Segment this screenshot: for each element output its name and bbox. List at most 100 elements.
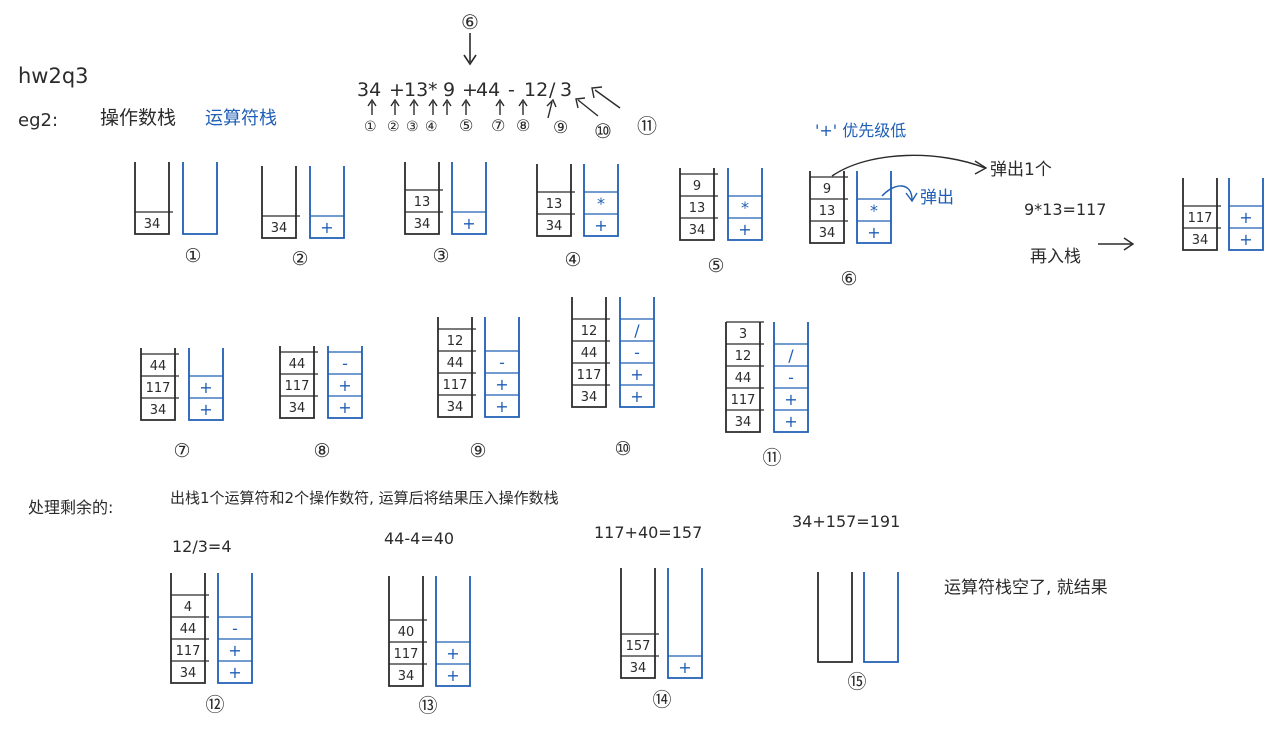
stacks-layer: 34①34+②3413+③3413+*④34139+*⑤34139+*⑥3411… (134, 162, 1264, 717)
operand-value: 34 (546, 219, 563, 234)
expr-token: 3 (560, 79, 572, 101)
operand-value: 34 (689, 223, 706, 238)
token-step-label: ⑩ (594, 119, 612, 143)
pop-op-arrow (881, 185, 913, 201)
operand-value: 44 (581, 346, 598, 361)
operand-value: 34 (289, 401, 306, 416)
operand-value: 117 (577, 368, 602, 383)
operand-value: 34 (447, 400, 464, 415)
calc-text: 34+157=191 (792, 512, 900, 531)
operator-stack (182, 162, 218, 235)
operand-value: 117 (394, 647, 419, 662)
operand-value: 9 (823, 182, 831, 197)
operator-value: + (495, 397, 508, 416)
operator-stack (327, 346, 363, 419)
expr-token: 9 (443, 79, 455, 101)
operand-stack (1182, 178, 1218, 251)
operator-value: + (446, 666, 459, 685)
up-arrow (428, 98, 438, 115)
operator-stack (188, 348, 224, 421)
operator-stack (773, 322, 809, 433)
up-arrow (495, 98, 505, 115)
operand-stack (388, 576, 424, 687)
operator-value: + (199, 378, 212, 397)
header-example: eg2: (18, 110, 58, 131)
step-label: ⑤ (707, 255, 724, 277)
operand-value: 34 (144, 217, 161, 232)
operand-value: 117 (285, 379, 310, 394)
calc-text: 44-4=40 (384, 529, 454, 548)
step-label: ⑫ (205, 694, 224, 716)
legend-operator-stack: 运算符栈 (205, 108, 277, 129)
operand-stack (140, 348, 176, 421)
operand-value: 12 (735, 349, 752, 364)
operand-value: 44 (447, 356, 464, 371)
operator-value: * (870, 201, 878, 220)
token-step-label: ⑦ (491, 116, 505, 135)
operand-value: 12 (581, 324, 598, 339)
operator-stack (727, 168, 763, 241)
operator-stack (309, 166, 345, 239)
token-step-label: ① (364, 119, 377, 135)
operand-value: 34 (180, 666, 197, 681)
operator-stack (435, 576, 471, 687)
operand-value: 34 (581, 390, 598, 405)
operator-value: + (784, 412, 797, 431)
operator-value: * (597, 194, 605, 213)
operator-value: - (232, 619, 238, 638)
pop-arrow (831, 154, 986, 177)
expr-token: + (462, 79, 478, 101)
note-pop-one: 弹出1个 (990, 160, 1052, 180)
expr-token: - (508, 79, 515, 101)
operator-value: + (594, 216, 607, 235)
arrow-head (463, 54, 477, 66)
operand-value: 117 (443, 378, 468, 393)
step-label: ⑧ (313, 440, 330, 462)
operand-value: 117 (176, 644, 201, 659)
operator-value: + (462, 214, 475, 233)
operand-value: 12 (447, 334, 464, 349)
operand-value: 44 (180, 622, 197, 637)
operand-value: 4 (184, 600, 192, 615)
operator-value: + (338, 376, 351, 395)
step-label: ⑪ (762, 447, 781, 469)
operand-value: 44 (150, 359, 167, 374)
calc-text: 117+40=157 (594, 523, 702, 542)
operator-value: * (741, 198, 749, 217)
push-arrow-head (1123, 237, 1135, 251)
operator-value: + (1239, 230, 1252, 249)
operand-value: 40 (398, 625, 415, 640)
operand-value: 34 (414, 217, 431, 232)
operand-value: 13 (546, 197, 563, 212)
expr-token: / (549, 79, 556, 101)
operand-value: 34 (630, 661, 647, 676)
stack-pair-step: 34① (134, 162, 218, 267)
operand-stack (809, 171, 845, 244)
up-arrow (390, 98, 400, 115)
operator-value: + (867, 223, 880, 242)
end-marker: ⑪ (637, 114, 657, 138)
expression: 34 + 13 * 9 + 44 - 12 / 3 ⑥ ① ② (357, 10, 657, 143)
pop-op-arrow-head (905, 192, 918, 203)
step-label: ⑨ (469, 440, 486, 462)
step-label: ⑮ (847, 671, 866, 693)
up-arrow (575, 97, 599, 117)
token-step-label: ④ (425, 119, 438, 135)
operand-value: 44 (289, 357, 306, 372)
operand-stack (817, 572, 853, 663)
operand-value: 157 (626, 639, 651, 654)
step-label: ⑬ (418, 695, 437, 717)
step-label: ② (291, 248, 308, 270)
token-step-label: ② (387, 119, 400, 135)
expr-token: 34 (357, 79, 381, 101)
note-push-again: 再入栈 (1030, 247, 1081, 267)
operator-value: + (495, 375, 508, 394)
up-arrow (546, 98, 557, 119)
step-label: ⑭ (652, 689, 671, 711)
